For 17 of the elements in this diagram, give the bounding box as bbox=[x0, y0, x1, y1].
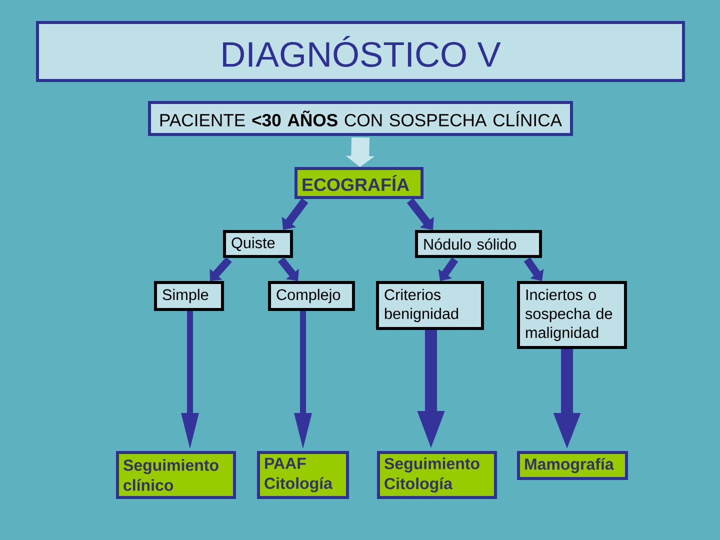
process-box: PACIENTE <30 AÑOS CON SOSPECHA CLÍNICA bbox=[148, 101, 573, 136]
arrow bbox=[406, 198, 434, 230]
arrow bbox=[278, 257, 299, 281]
outcome-box: PAAF Citología bbox=[257, 451, 349, 499]
process-box: Inciertos o sospecha de malignidad bbox=[517, 281, 627, 349]
process-box: ECOGRAFÍA bbox=[294, 167, 424, 199]
title-banner: DIAGNÓSTICO V bbox=[36, 21, 685, 82]
process-box: Quiste bbox=[223, 230, 293, 258]
process-box: Complejo bbox=[268, 281, 355, 311]
outcome-box: Mamografía bbox=[517, 451, 628, 480]
process-box: Simple bbox=[154, 281, 224, 311]
arrow bbox=[524, 257, 544, 281]
process-box: Nódulo sólido bbox=[415, 230, 542, 258]
arrow bbox=[210, 256, 232, 281]
outcome-box: Seguimiento clínico bbox=[116, 451, 236, 499]
process-box: Criterios benignidad bbox=[376, 281, 484, 330]
outcome-box: Seguimiento Citología bbox=[377, 451, 497, 499]
